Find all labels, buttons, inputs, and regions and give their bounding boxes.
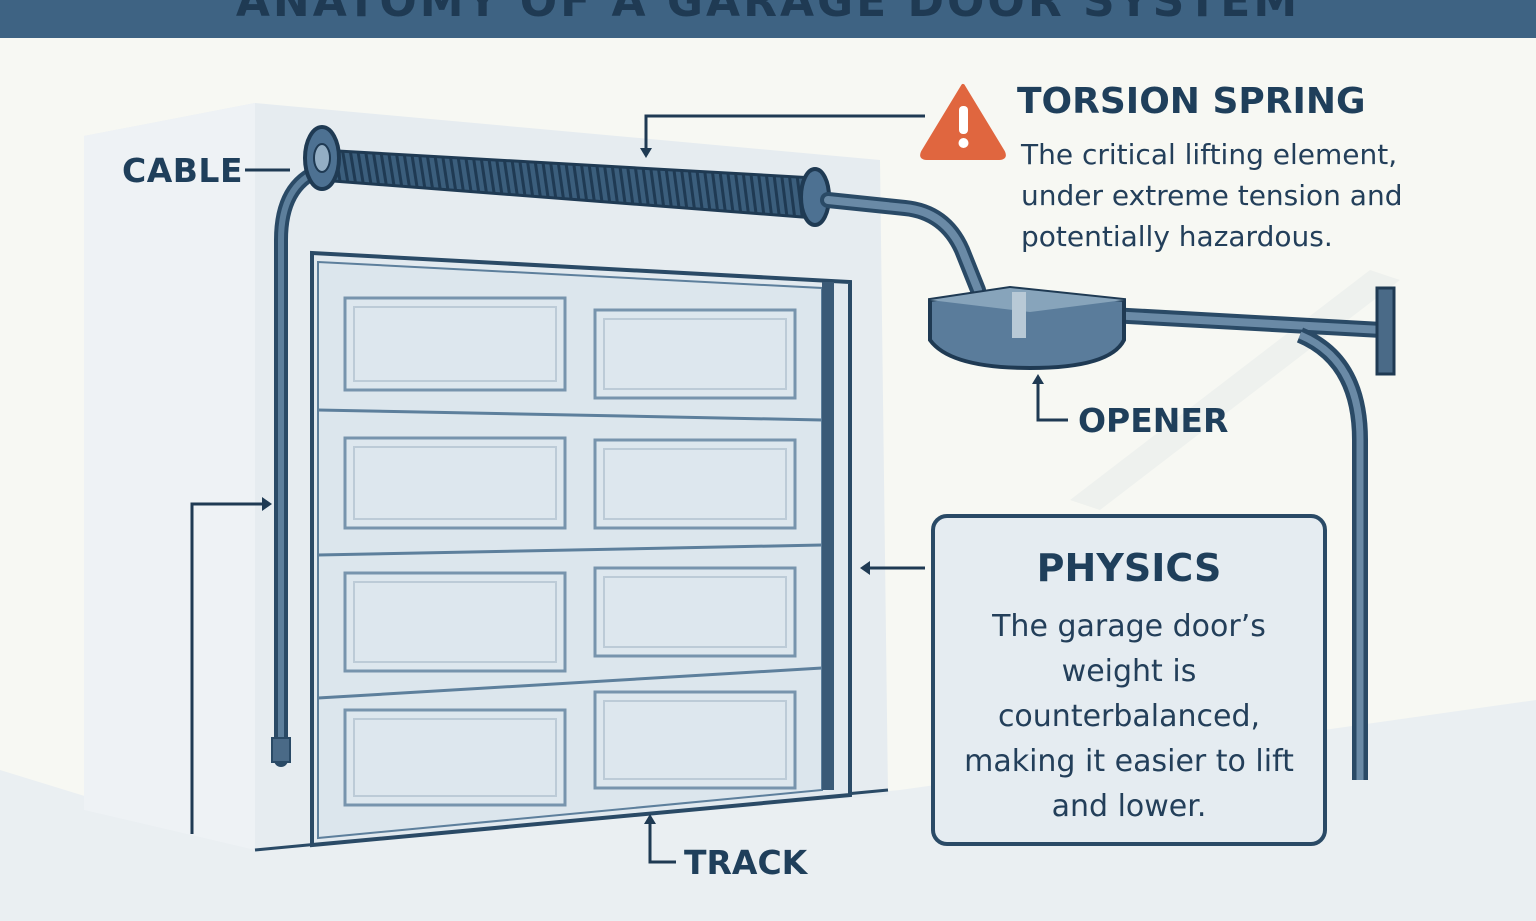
header-bar: ANATOMY OF A GARAGE DOOR SYSTEM bbox=[0, 0, 1536, 38]
torsion-spring-label: TORSION SPRING bbox=[1017, 81, 1366, 122]
physics-body: The garage door’s weight is counterbalan… bbox=[964, 609, 1294, 824]
track-label: TRACK bbox=[684, 843, 808, 882]
page-title: ANATOMY OF A GARAGE DOOR SYSTEM bbox=[235, 0, 1301, 27]
wall-bracket bbox=[1375, 286, 1396, 376]
physics-title: PHYSICS bbox=[1036, 546, 1222, 590]
door-side-track bbox=[822, 282, 834, 790]
warning-triangle-icon bbox=[920, 84, 1006, 160]
opener-label: OPENER bbox=[1078, 401, 1229, 440]
arrowheads bbox=[262, 148, 1044, 824]
torsion-spring-description: The critical lifting element, under extr… bbox=[1021, 138, 1403, 253]
physics-callout: PHYSICS The garage door’s weight is coun… bbox=[931, 514, 1327, 846]
wall-side bbox=[84, 103, 255, 850]
opener-unit bbox=[928, 285, 1126, 371]
leader-lines bbox=[190, 114, 1068, 864]
door-panels bbox=[343, 296, 797, 807]
cable-label: CABLE bbox=[122, 151, 243, 190]
